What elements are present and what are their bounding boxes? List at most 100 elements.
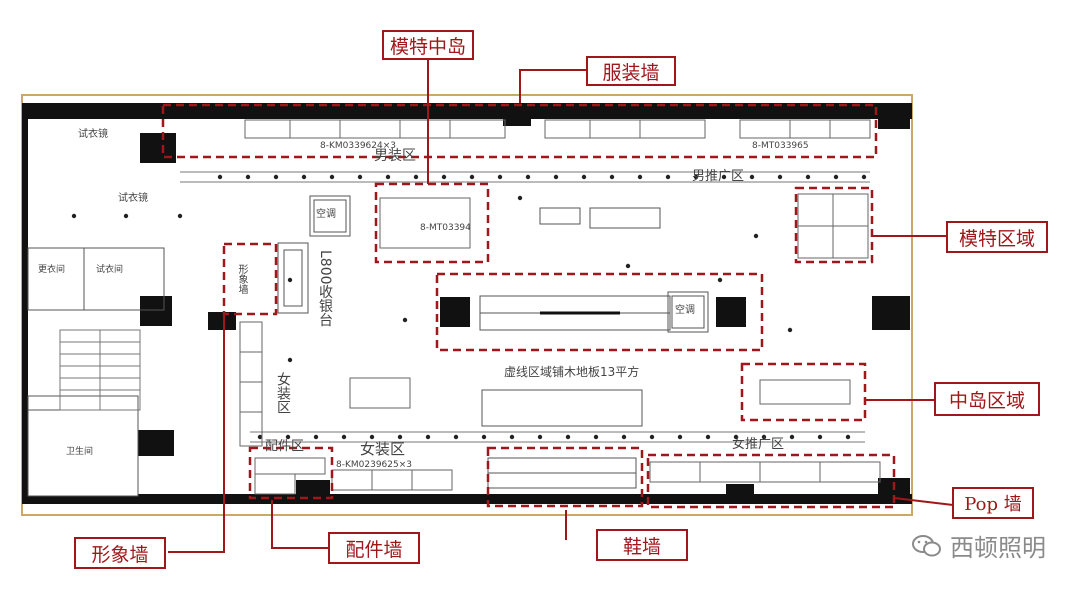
aircon-label-1: 空调	[316, 209, 336, 220]
spotlight	[553, 174, 559, 180]
spotlight	[453, 434, 459, 440]
left-wall	[22, 103, 28, 503]
watermark: 西顿照明	[912, 528, 1046, 563]
spotlight	[245, 174, 251, 180]
spotlight	[609, 174, 615, 180]
spotlight	[385, 174, 391, 180]
callout-pop-wall: Pop 墙	[952, 487, 1034, 519]
spotlight	[733, 434, 739, 440]
callout-mannequin-area: 模特区域	[946, 221, 1048, 253]
spotlight	[341, 434, 347, 440]
spotlight	[789, 434, 795, 440]
model-island-zone	[374, 182, 490, 264]
callout-shoe-wall: 鞋墙	[596, 529, 688, 561]
callout-model-island: 模特中岛	[382, 30, 474, 60]
aircon-label-2: 空调	[675, 305, 695, 316]
stairs	[59, 329, 141, 411]
spotlight	[777, 174, 783, 180]
shoe-island-zone	[435, 272, 764, 352]
shoe-display-left	[440, 297, 470, 327]
column-6	[138, 430, 174, 456]
spotlight	[287, 277, 293, 283]
spotlight	[677, 434, 683, 440]
spotlight	[497, 174, 503, 180]
bottom-wall	[22, 494, 912, 504]
code-label-2: 8-MT033965	[752, 141, 809, 151]
spotlight	[637, 174, 643, 180]
spotlight	[313, 434, 319, 440]
mannequin-zone	[794, 186, 874, 264]
track-light-rows	[180, 171, 870, 443]
spotlight	[625, 263, 631, 269]
spotlight	[285, 434, 291, 440]
mannequin-grid	[797, 193, 869, 259]
fitting-room-2: 试衣间	[96, 265, 124, 275]
spotlight	[537, 434, 543, 440]
spotlight	[273, 174, 279, 180]
cashier-label: L800收银台	[317, 250, 333, 327]
spotlight	[301, 174, 307, 180]
column-4	[296, 480, 330, 498]
spotlight	[593, 434, 599, 440]
spotlight	[525, 174, 531, 180]
spotlight	[717, 277, 723, 283]
spotlight	[425, 434, 431, 440]
accessory-zone	[248, 446, 334, 500]
callout-apparel-wall: 服装墙	[586, 56, 676, 86]
bottom-shelving	[331, 461, 881, 491]
spotlight	[833, 174, 839, 180]
code-label-4: 8-MT03394	[420, 223, 471, 233]
mens-zone-label: 男装区	[374, 148, 416, 164]
spotlight	[649, 434, 655, 440]
womens-promo-label: 女推广区	[732, 437, 785, 452]
aircon-2	[667, 291, 709, 333]
spotlight	[693, 174, 699, 180]
spotlight	[357, 174, 363, 180]
column-5	[726, 484, 754, 498]
top-wall	[22, 103, 912, 119]
leader-lines	[168, 58, 954, 553]
spotlight	[441, 174, 447, 180]
spotlight	[845, 434, 851, 440]
spotlight	[705, 434, 711, 440]
right-col-mid	[872, 296, 910, 330]
mens-promo-label: 男推广区	[692, 169, 745, 184]
spotlight	[217, 174, 223, 180]
spotlight	[721, 174, 727, 180]
spotlight	[517, 195, 523, 201]
fitting-mirror-2: 试衣镜	[118, 193, 148, 204]
cashier-counter	[277, 242, 309, 314]
spotlight	[787, 327, 793, 333]
apparel-wall-zone	[161, 103, 878, 159]
spotlight	[565, 434, 571, 440]
watermark-text: 西顿照明	[950, 534, 1046, 562]
fitting-mirror-1: 试衣镜	[78, 129, 108, 140]
accessory-zone-label: 配件区	[265, 439, 305, 454]
wood-floor-note: 虚线区域铺木地板13平方	[504, 365, 640, 379]
shoe-display-right	[716, 297, 746, 327]
womens-wall-display	[239, 321, 263, 447]
spotlight	[817, 434, 823, 440]
shoe-wall-zone	[486, 446, 644, 508]
spotlight	[481, 434, 487, 440]
spotlight	[123, 213, 129, 219]
aircon-1	[309, 195, 351, 237]
spotlight	[413, 174, 419, 180]
fitting-room-1: 更衣间	[38, 265, 66, 275]
spotlight	[861, 174, 867, 180]
code-label-1: 8-KM0339624×3	[320, 141, 396, 151]
column-7	[140, 296, 172, 326]
spotlight	[665, 174, 671, 180]
code-label-3: 8-KM0239625×3	[336, 460, 412, 470]
spotlight	[287, 357, 293, 363]
spotlight	[177, 213, 183, 219]
spotlight	[621, 434, 627, 440]
column-1	[140, 133, 176, 163]
callout-accessory-wall: 配件墙	[328, 532, 420, 564]
pop-wall-zone	[646, 453, 896, 509]
column-3	[208, 312, 236, 330]
spotlight	[402, 317, 408, 323]
callout-image-wall: 形象墙	[74, 537, 166, 569]
top-shelving	[244, 119, 871, 139]
